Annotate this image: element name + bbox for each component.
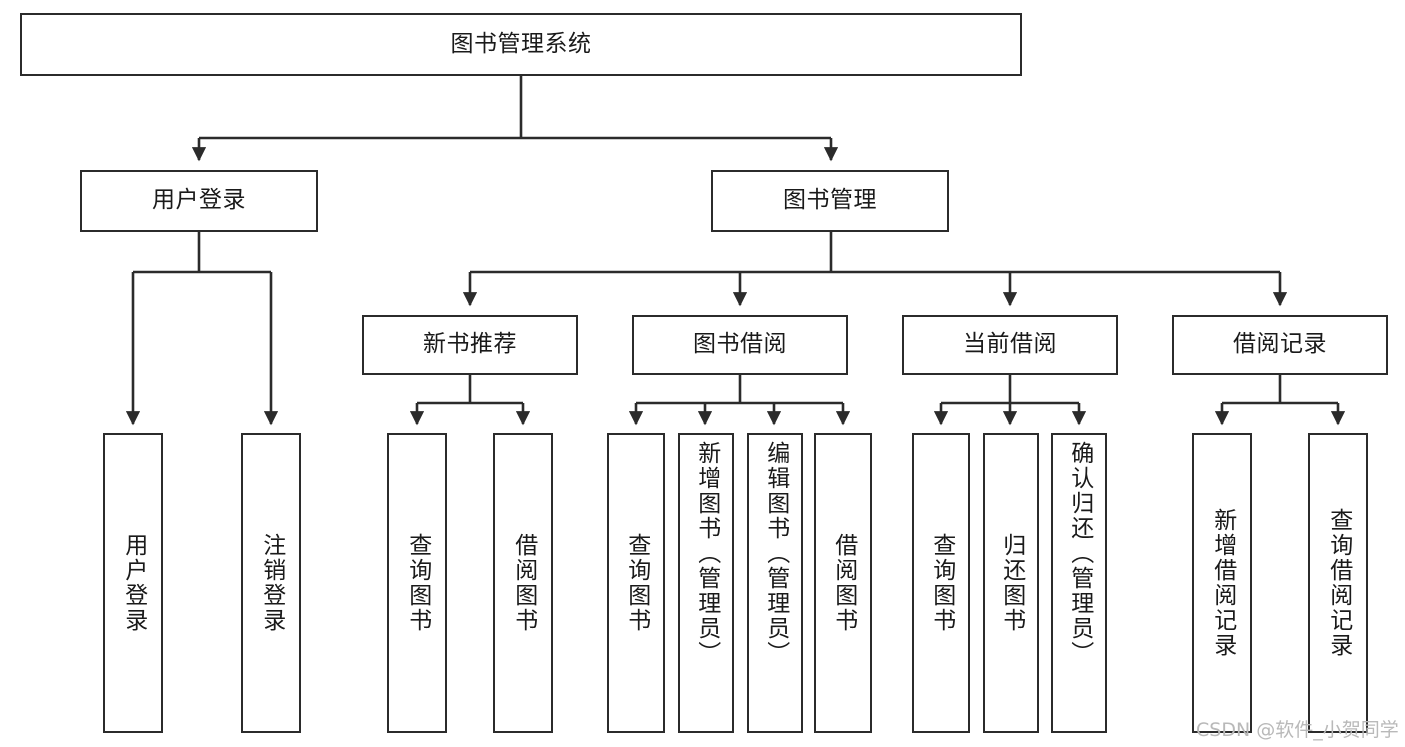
node-root-system-label: 图书管理系统 [450, 30, 592, 57]
node-leaf-add-book[interactable]: 新增图书（管理员） [678, 433, 734, 733]
node-leaf-logout[interactable]: 注销登录 [241, 433, 301, 733]
node-leaf-query-book-current[interactable]: 查询图书 [912, 433, 970, 733]
node-leaf-add-book-label: 新增图书（管理员） [693, 441, 720, 666]
node-new-book-recommend[interactable]: 新书推荐 [362, 315, 578, 375]
node-leaf-lend-book-label: 借阅图书 [830, 533, 857, 633]
node-leaf-add-borrow-record-label: 新增借阅记录 [1209, 508, 1236, 658]
node-borrow-record-label: 借阅记录 [1233, 331, 1327, 358]
node-leaf-borrow-book-recommend[interactable]: 借阅图书 [493, 433, 553, 733]
node-current-borrow-label: 当前借阅 [963, 331, 1057, 358]
node-leaf-user-login[interactable]: 用户登录 [103, 433, 163, 733]
node-leaf-query-book-recommend-label: 查询图书 [404, 533, 431, 633]
node-leaf-query-book-borrow[interactable]: 查询图书 [607, 433, 665, 733]
node-leaf-borrow-book-recommend-label: 借阅图书 [510, 533, 537, 633]
node-current-borrow[interactable]: 当前借阅 [902, 315, 1118, 375]
node-user-login[interactable]: 用户登录 [80, 170, 318, 232]
node-leaf-edit-book-label: 编辑图书（管理员） [762, 441, 789, 666]
node-leaf-return-book-label: 归还图书 [998, 533, 1025, 633]
node-leaf-edit-book[interactable]: 编辑图书（管理员） [747, 433, 803, 733]
node-leaf-return-book[interactable]: 归还图书 [983, 433, 1039, 733]
node-leaf-user-login-label: 用户登录 [120, 533, 147, 633]
node-leaf-lend-book[interactable]: 借阅图书 [814, 433, 872, 733]
node-leaf-confirm-return[interactable]: 确认归还（管理员） [1051, 433, 1107, 733]
csdn-watermark: CSDN @软件_小贺同学 [1196, 719, 1399, 741]
node-book-management-label: 图书管理 [783, 187, 877, 214]
node-leaf-query-book-current-label: 查询图书 [928, 533, 955, 633]
node-leaf-logout-label: 注销登录 [258, 533, 285, 633]
node-leaf-query-book-borrow-label: 查询图书 [623, 533, 650, 633]
node-leaf-add-borrow-record[interactable]: 新增借阅记录 [1192, 433, 1252, 733]
node-book-management[interactable]: 图书管理 [711, 170, 949, 232]
node-borrow-record[interactable]: 借阅记录 [1172, 315, 1388, 375]
node-leaf-query-borrow-record[interactable]: 查询借阅记录 [1308, 433, 1368, 733]
node-leaf-query-borrow-record-label: 查询借阅记录 [1325, 508, 1352, 658]
node-book-borrow-label: 图书借阅 [693, 331, 787, 358]
node-user-login-label: 用户登录 [152, 187, 246, 214]
node-leaf-query-book-recommend[interactable]: 查询图书 [387, 433, 447, 733]
node-new-book-recommend-label: 新书推荐 [423, 331, 517, 358]
node-book-borrow[interactable]: 图书借阅 [632, 315, 848, 375]
node-leaf-confirm-return-label: 确认归还（管理员） [1066, 441, 1093, 666]
node-root-system[interactable]: 图书管理系统 [20, 13, 1022, 76]
